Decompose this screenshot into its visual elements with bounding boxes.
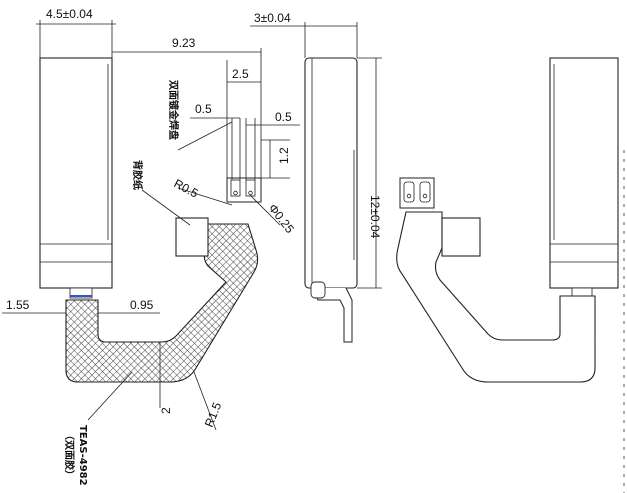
dim-offset-095: 0.95 (130, 298, 154, 312)
plating-note: 双面镀金焊盘 (167, 80, 180, 140)
stiffener-note: 背胶纸 (131, 160, 144, 190)
dim-hole-025: Φ0.25 (266, 201, 298, 236)
dim-width-45: 4.5±0.04 (46, 7, 93, 21)
dim-pitch-25: 2.5 (232, 67, 249, 81)
dim-pad-05-left: 0.5 (195, 102, 212, 116)
right-view (396, 57, 619, 383)
connector-pads (226, 177, 262, 203)
battery-body-right (549, 57, 619, 289)
tape-model: TEAS-4982 (77, 425, 88, 486)
tape-note: （双面胶） (63, 430, 76, 480)
battery-body-left (39, 57, 113, 289)
stiffener-block (175, 217, 209, 257)
dim-height-12-side: 12±0.04 (368, 195, 382, 239)
connector-pads-right (399, 177, 435, 209)
left-view: 4.5±0.04 9.23 2.5 0.5 0.5 1.2 R0.5 Φ0.25… (2, 7, 300, 486)
dim-radius-r15: R1.5 (202, 400, 225, 429)
battery-body-side (304, 57, 358, 289)
dim-offset-155: 1.55 (6, 298, 30, 312)
dim-radius-r05: R0.5 (172, 176, 201, 200)
side-view: 3±0.04 12±0.04 (250, 11, 382, 343)
dim-length-923: 9.23 (172, 36, 196, 50)
dim-flex-width-2: 2 (159, 407, 173, 414)
dim-pad-05-right: 0.5 (275, 110, 292, 124)
dim-thickness-3: 3±0.04 (254, 11, 291, 25)
dim-height-12: 1.2 (277, 147, 291, 164)
